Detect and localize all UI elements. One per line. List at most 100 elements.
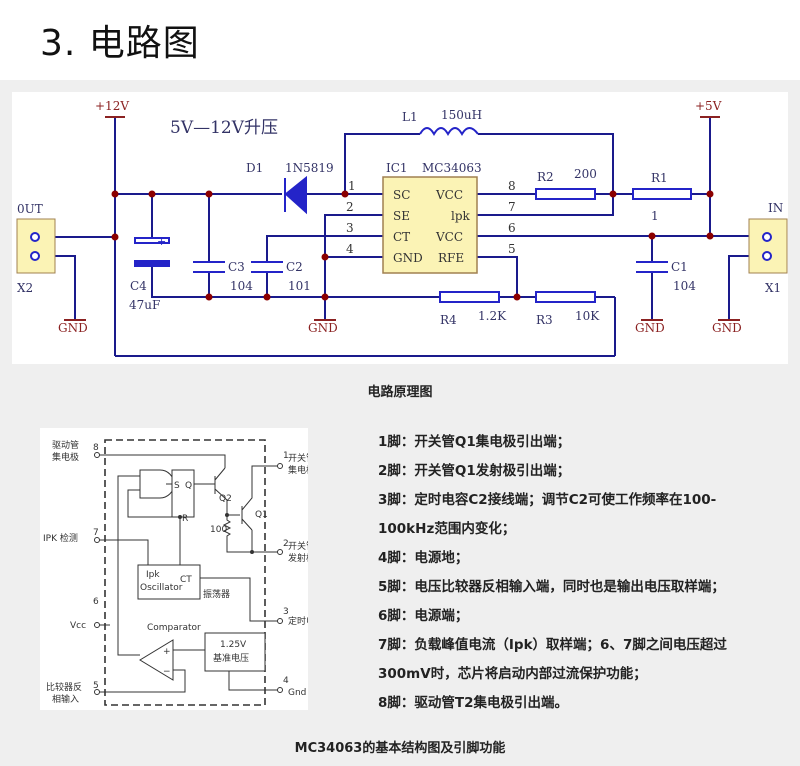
pin4-number: 4	[283, 676, 289, 686]
pin5-label: 相输入	[52, 693, 79, 705]
r3-value: 10K	[575, 309, 600, 323]
wire	[477, 256, 518, 297]
ic-pin-number: 1	[348, 179, 356, 193]
inductor-l1	[419, 127, 479, 136]
gnd-label: GND	[712, 321, 742, 335]
resistor-r1	[632, 188, 692, 200]
resistor-r3	[535, 291, 596, 303]
c3-ref: C3	[228, 260, 245, 274]
osc-cn: 振荡器	[203, 588, 230, 600]
osc-ct: CT	[180, 575, 192, 585]
ic-pin-number: 8	[508, 179, 516, 193]
resistor-r4	[439, 291, 500, 303]
pin-description: 8脚：驱动管T2集电极引出端。	[378, 695, 568, 711]
c4-plus: +	[157, 235, 166, 248]
pin8-label: 集电极	[52, 451, 79, 463]
pin2-label: 开关管	[288, 540, 308, 552]
q2-label: Q2	[219, 494, 232, 504]
plus12v-label: +12V	[95, 99, 129, 113]
junction-node	[205, 293, 213, 301]
wire	[241, 518, 253, 531]
diode-d1	[284, 175, 307, 215]
wire	[241, 465, 280, 511]
ic-pin-name: GND	[393, 251, 423, 265]
in-connector-ref: X1	[765, 281, 781, 295]
pin8-label: 驱动管	[52, 439, 79, 451]
pin6-number: 6	[93, 597, 99, 607]
out-connector	[16, 218, 56, 274]
ic-ref: IC1	[386, 161, 408, 175]
junction-node	[648, 232, 656, 240]
ic-pin-name: CT	[393, 230, 410, 244]
ic-pin-name: SC	[393, 188, 410, 202]
junction-node	[341, 190, 349, 198]
pin1-number: 1	[283, 451, 289, 461]
wire	[97, 669, 186, 693]
gnd-label: GND	[58, 321, 88, 335]
r4-value: 1.2K	[478, 309, 507, 323]
inductor-value: 150uH	[441, 108, 482, 122]
chip-boundary	[104, 439, 266, 706]
ic-pin-number: 2	[346, 200, 354, 214]
c1-value: 104	[673, 279, 696, 293]
c4-ref: C4	[130, 279, 147, 293]
junction-node	[706, 190, 714, 198]
pin1-label: 开关管	[288, 452, 308, 464]
out-pin-2	[30, 251, 40, 261]
pin-description: 2脚：开关管Q1发射极引出端；	[378, 463, 571, 479]
r2-ref: R2	[537, 170, 554, 184]
pin-description: 3脚：定时电容C2接线端；调节C2可使工作频率在100-	[378, 492, 717, 508]
junction-node	[205, 190, 213, 198]
pin-description: 100kHz范围内变化；	[378, 521, 516, 537]
circuit-schematic: +12V +5V GND GND GND GND 5V—12V升压 0UT X2…	[12, 92, 788, 364]
comp-plus: +	[163, 647, 171, 657]
wire	[266, 235, 383, 262]
junction-node	[111, 233, 119, 241]
gnd-label: GND	[308, 321, 338, 335]
schematic-title: 5V—12V升压	[170, 118, 278, 138]
c1-ref: C1	[671, 260, 688, 274]
pin-terminal	[277, 618, 283, 624]
ic-pin-number: 5	[508, 242, 516, 256]
ic-pin-number: 6	[508, 221, 516, 235]
pin-description: 300mV时，芯片将启动内部过流保护功能；	[378, 666, 647, 682]
osc-name: Oscillator	[140, 583, 183, 593]
junction-node	[706, 232, 714, 240]
ic-pin-name: VCC	[435, 230, 463, 244]
pin1-label: 集电极	[288, 464, 308, 476]
junction-node	[250, 550, 254, 554]
comparator-label: Comparator	[147, 623, 201, 633]
gnd-label: GND	[635, 321, 665, 335]
r1-value: 1	[651, 209, 659, 223]
page-title: 3. 电路图	[40, 23, 200, 64]
in-connector	[748, 218, 788, 274]
pin5-label: 比较器反	[46, 681, 82, 693]
diode-part: 1N5819	[285, 161, 334, 175]
ic-pin-name: RFE	[438, 251, 464, 265]
pin-terminal	[94, 452, 100, 458]
ref-voltage: 1.25V	[220, 640, 247, 650]
q1-label: Q1	[255, 510, 268, 520]
ic-mc34063	[382, 176, 478, 274]
r3-ref: R3	[536, 313, 553, 327]
capacitor-c4-plate	[134, 260, 170, 267]
inductor-ref: L1	[402, 110, 418, 124]
ref-cn: 基准电压	[213, 652, 249, 664]
junction-node	[609, 190, 617, 198]
in-pin-1	[762, 232, 772, 242]
block-diagram-caption: MC34063的基本结构图及引脚功能	[294, 741, 506, 756]
pin8-number: 8	[93, 443, 99, 453]
pin3-number: 3	[283, 607, 289, 617]
ic-pin-number: 3	[346, 221, 354, 235]
resistor-100	[222, 515, 280, 553]
pin2-number: 2	[283, 539, 289, 549]
ff-r: R	[182, 514, 188, 524]
out-connector-name: 0UT	[17, 202, 43, 216]
osc-ipk: Ipk	[146, 570, 160, 580]
wire	[214, 467, 226, 481]
pin-description: 6脚：电源端；	[378, 608, 469, 624]
pin-terminal	[94, 689, 100, 695]
c3-value: 104	[230, 279, 253, 293]
out-pin-1	[30, 232, 40, 242]
pin4-label: Gnd	[288, 688, 306, 698]
